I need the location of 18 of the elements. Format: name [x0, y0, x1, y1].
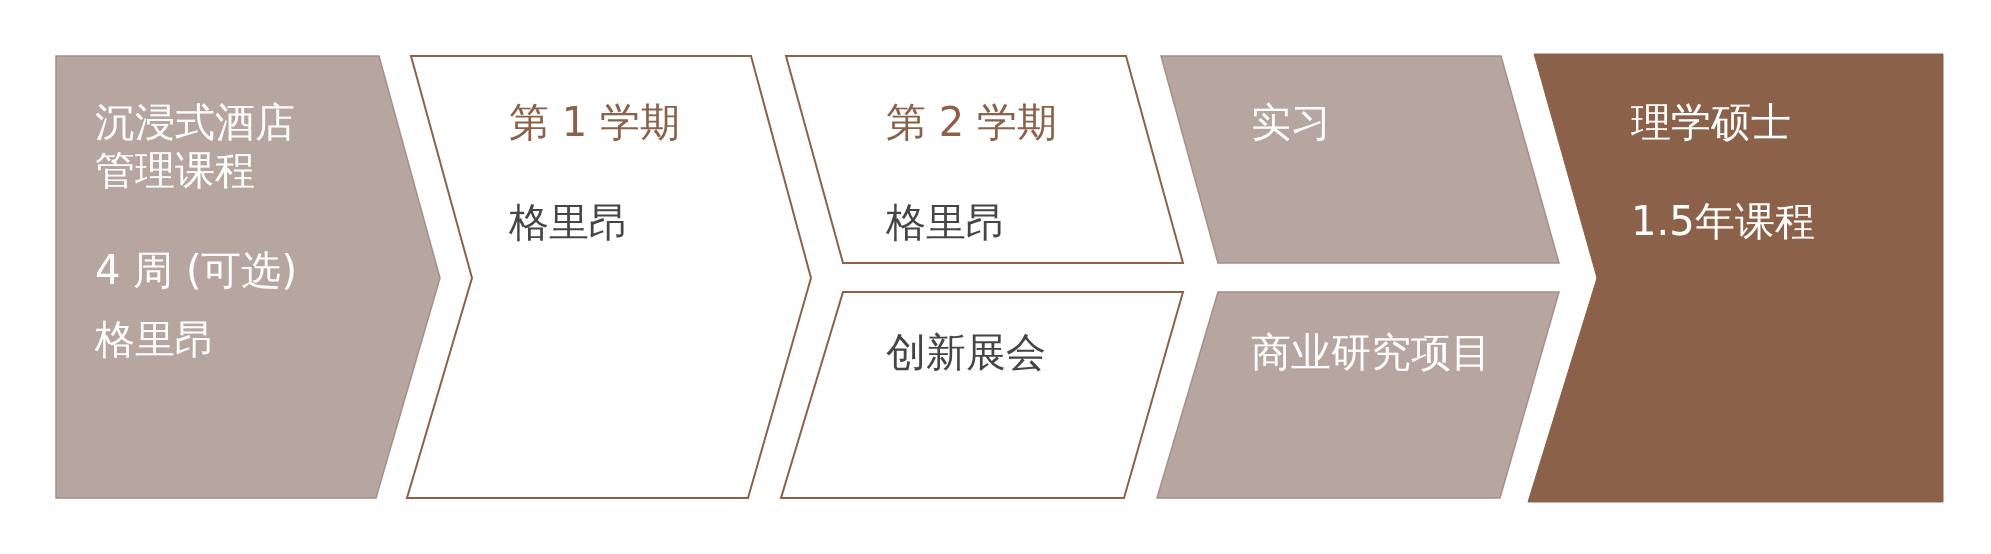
activity-text: 商业研究项目 [1251, 328, 1491, 376]
degree-heading: 理学硕士 [1631, 98, 1791, 146]
course-panel [54, 54, 442, 500]
activity-text: 实习 [1251, 98, 1331, 146]
term-panel [784, 54, 1185, 265]
activity-panel [1159, 54, 1561, 265]
duration-text: 4 周 (可选) [95, 246, 298, 294]
activity-text: 创新展会 [886, 328, 1046, 376]
term-heading: 第 1 学期 [509, 98, 680, 146]
location-text: 格里昂 [886, 198, 1006, 246]
location-text: 格里昂 [95, 315, 215, 363]
activity-panel [1155, 290, 1561, 500]
location-text: 格里昂 [509, 198, 629, 246]
term-heading: 第 2 学期 [886, 98, 1057, 146]
degree-panel [1526, 52, 1945, 504]
course-title: 沉浸式酒店管理课程 [95, 98, 296, 194]
duration-text: 1.5年课程 [1631, 197, 1815, 245]
activity-panel [779, 290, 1185, 500]
